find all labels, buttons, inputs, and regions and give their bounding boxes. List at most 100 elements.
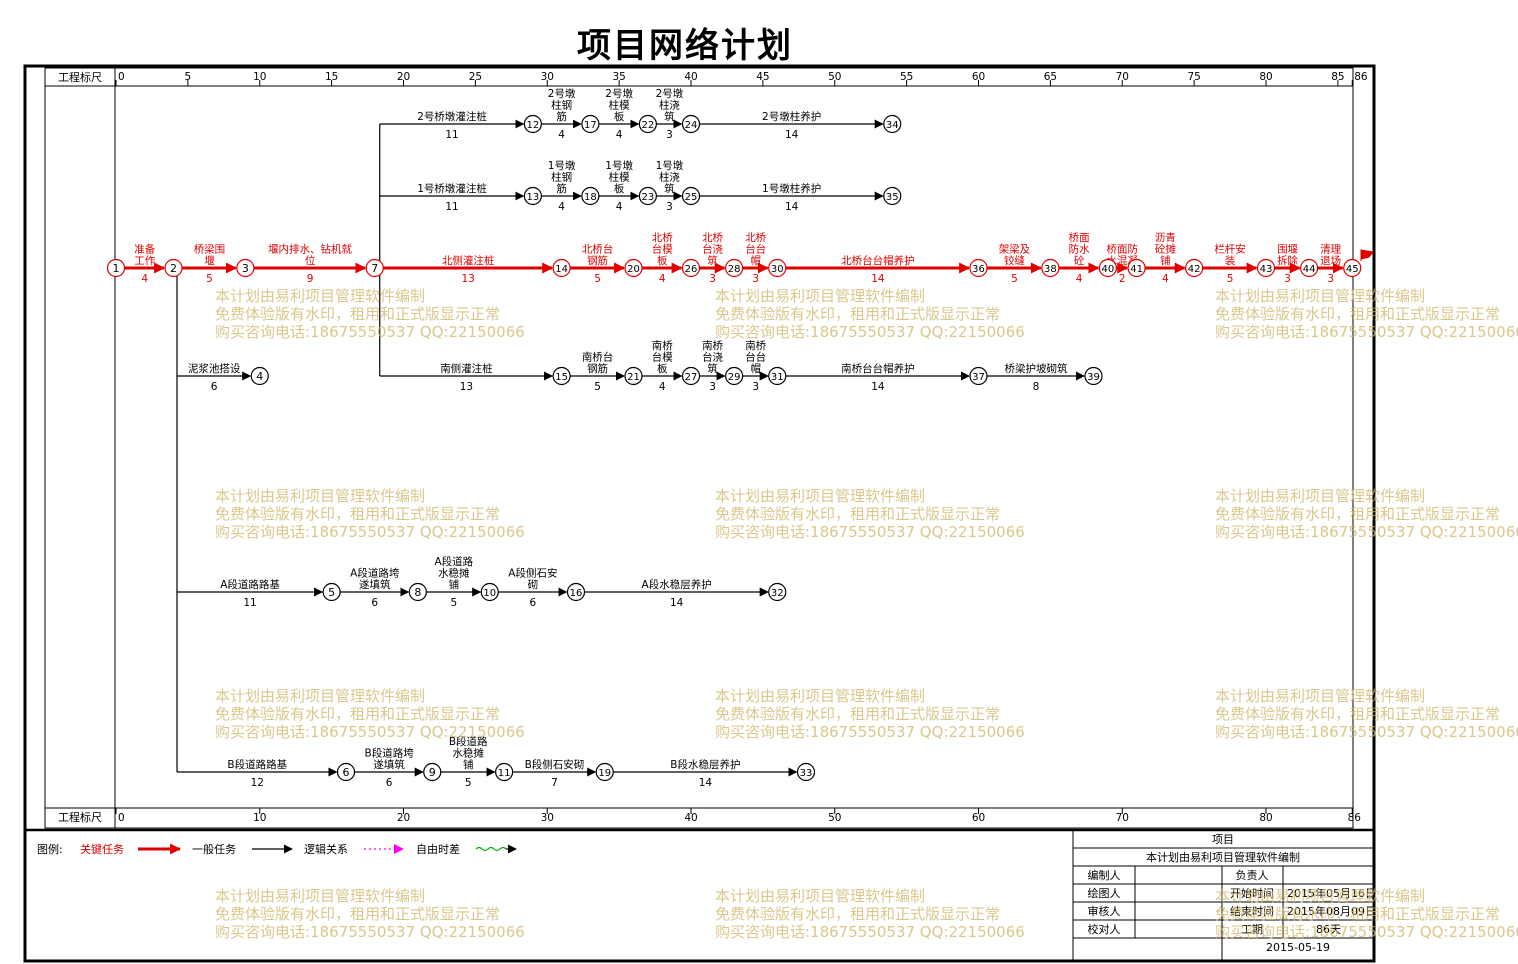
task-name: 筑 <box>707 362 718 375</box>
event-node: 1 <box>106 258 126 278</box>
info-left-label: 绘图人 <box>1088 886 1121 900</box>
event-node-circle <box>236 258 255 278</box>
task-duration: 14 <box>785 201 799 213</box>
task-name: 柱模 <box>609 171 630 184</box>
event-node-number: 40 <box>1102 264 1115 275</box>
event-node-number: 42 <box>1188 264 1201 275</box>
task-name: 台模 <box>652 351 673 364</box>
task-name: 南桥 <box>745 339 766 352</box>
event-node: 31 <box>768 366 787 386</box>
info-duration: 86天 <box>1316 923 1341 936</box>
event-node-circle <box>581 114 600 134</box>
event-node-circle <box>681 366 701 386</box>
event-node-circle <box>969 366 988 386</box>
event-node: 33 <box>796 762 816 782</box>
event-node-circle <box>1127 258 1146 278</box>
event-node-circle <box>883 114 902 134</box>
scale-tick-label: 65 <box>1044 71 1057 83</box>
task-name: 柱钢 <box>551 171 572 184</box>
scale-tick-label: 70 <box>1116 812 1129 824</box>
task-duration: 4 <box>1076 273 1083 285</box>
scale-tick-label: 5 <box>185 71 192 83</box>
task-duration: 4 <box>558 129 565 141</box>
scale-tick-label: 86 <box>1354 71 1368 83</box>
event-node-circle <box>638 114 657 134</box>
task-name: 北桥 <box>702 232 723 244</box>
event-node: 15 <box>552 366 571 386</box>
scale-tick-label: 20 <box>397 71 410 83</box>
legend-logic-label: 逻辑关系 <box>304 842 348 856</box>
scale-tick-label: 35 <box>612 71 625 83</box>
task-duration: 5 <box>594 381 601 393</box>
event-node-number: 8 <box>414 586 421 599</box>
scale-tick-label: 30 <box>541 812 554 824</box>
event-node: 9 <box>423 762 442 782</box>
task-name: 2号墩 <box>548 87 576 100</box>
task-duration: 3 <box>752 381 759 393</box>
scale-tick-label: 50 <box>828 71 841 83</box>
info-left-label: 校对人 <box>1088 922 1121 936</box>
task-name: 板 <box>614 110 625 123</box>
task-name: 板 <box>614 182 625 195</box>
event-node-number: 7 <box>371 262 378 275</box>
task-name: 装 <box>1225 254 1236 267</box>
task-duration: 11 <box>445 129 458 141</box>
scale-tick-label: 60 <box>972 812 985 824</box>
event-node-circle <box>322 582 341 602</box>
event-node-number: 16 <box>570 588 583 599</box>
scale-tick-label: 75 <box>1187 71 1200 83</box>
task-name: B段道路垮 <box>365 747 415 760</box>
task-name: 砌 <box>528 579 539 591</box>
event-node: 17 <box>581 114 600 134</box>
task-duration: 4 <box>141 273 148 285</box>
event-node-circle <box>1084 366 1103 386</box>
event-node-circle <box>725 366 744 386</box>
event-node: 8 <box>408 582 427 602</box>
chart-frame <box>44 67 1354 829</box>
task-name: 水稳摊 <box>438 567 470 580</box>
scale-tick-label: 25 <box>469 71 482 83</box>
event-node: 35 <box>883 186 902 206</box>
task-name: 南桥台 <box>582 351 614 364</box>
event-node-number: 15 <box>555 372 568 383</box>
event-node-number: 28 <box>728 264 741 275</box>
info-right-label: 开始时间 <box>1230 886 1274 900</box>
event-node: 29 <box>725 366 744 386</box>
task-name: A段水稳层养护 <box>642 578 712 591</box>
legend-logic-head <box>394 844 404 854</box>
task-name: 柱浇 <box>659 171 680 184</box>
task-duration: 14 <box>670 597 684 609</box>
info-company: 本计划由易利项目管理软件编制 <box>1146 850 1300 864</box>
event-node: 39 <box>1084 366 1103 386</box>
legend-float-label: 自由时差 <box>416 842 460 856</box>
scale-tick-label: 30 <box>541 71 554 83</box>
event-node: 4 <box>250 366 269 386</box>
task-name: 泥浆池搭设 <box>188 362 241 375</box>
top-scale-label: 工程标尺 <box>58 70 102 84</box>
finish-flag-icon <box>1360 249 1374 261</box>
event-node-circle <box>365 258 384 278</box>
event-node: 28 <box>725 258 744 278</box>
event-node-circle <box>495 762 514 782</box>
info-project-label: 项目 <box>1212 833 1234 846</box>
event-node-number: 45 <box>1346 264 1359 275</box>
event-node-number: 24 <box>685 120 698 131</box>
event-node: 11 <box>495 762 514 782</box>
task-duration: 14 <box>785 129 799 141</box>
task-duration: 6 <box>371 597 378 609</box>
task-name: 筋 <box>556 182 567 195</box>
event-node-circle <box>1300 258 1319 278</box>
task-name: 遂填筑 <box>373 758 405 771</box>
event-node-circle <box>681 114 701 134</box>
event-node-number: 39 <box>1087 372 1100 383</box>
task-name: B段侧石安砌 <box>525 758 585 771</box>
task-name: 水稳摊 <box>452 747 484 760</box>
event-node-circle <box>725 258 744 278</box>
event-node: 14 <box>552 258 571 278</box>
event-node: 42 <box>1185 258 1204 278</box>
event-node-number: 29 <box>728 372 741 383</box>
event-node: 3 <box>236 258 255 278</box>
task-name: 帽 <box>750 362 761 375</box>
